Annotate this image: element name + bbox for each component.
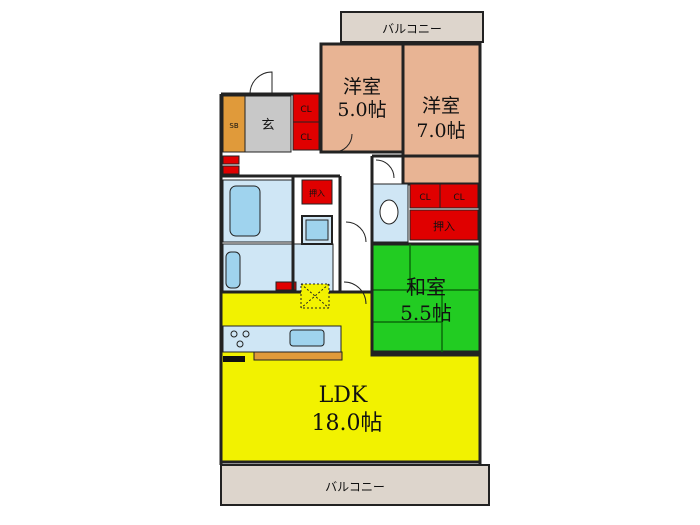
western-room-2-name: 洋室 <box>422 95 460 117</box>
top-balcony <box>340 11 484 43</box>
entrance-label: 玄 <box>261 118 274 133</box>
japanese-room <box>370 242 482 354</box>
stove-burner-1 <box>230 330 238 338</box>
oshiire-small-label: 押入 <box>309 188 325 198</box>
inner-walls <box>221 154 480 292</box>
western-room-1 <box>319 42 405 154</box>
kitchen-sink <box>289 329 325 347</box>
oshiire-small <box>301 179 333 205</box>
stove-burner-3 <box>236 340 244 348</box>
ldk-size: 18.0帖 <box>312 411 383 436</box>
entrance <box>244 95 292 153</box>
shoe-box-label: SB <box>229 122 238 130</box>
door-hall <box>345 221 367 243</box>
western-room-2-size: 7.0帖 <box>416 120 465 142</box>
western-room-1-size: 5.0帖 <box>337 99 386 121</box>
closet-entrance-1-label: CL <box>300 105 311 115</box>
closet-entrance-2 <box>292 121 320 151</box>
oshiire-label: 押入 <box>433 219 455 233</box>
washbasin <box>225 251 241 289</box>
appliance-black <box>223 356 245 362</box>
toilet-bowl <box>379 199 399 225</box>
storage-small-2 <box>222 165 240 175</box>
bottom-balcony <box>220 464 490 506</box>
door-western2 <box>375 159 395 179</box>
shelf-red <box>275 281 297 291</box>
fridge-space <box>300 283 330 309</box>
washing-machine-inner <box>305 219 329 241</box>
bathtub <box>229 185 261 237</box>
japanese-room-name: 和室 <box>406 275 446 299</box>
closet-upper-1-label: CL <box>419 193 430 203</box>
closet-upper-2-label: CL <box>453 193 464 203</box>
closet-entrance-1 <box>292 93 320 123</box>
closet-entrance-2-label: CL <box>300 133 311 143</box>
western-room-1-name: 洋室 <box>343 76 381 98</box>
bottom-balcony-label: バルコニー <box>325 480 385 494</box>
oshiire <box>409 209 479 241</box>
stove-burner-2 <box>242 330 250 338</box>
japanese-room-size: 5.5帖 <box>400 301 452 325</box>
door-ldk <box>343 281 367 305</box>
door-entrance <box>249 71 273 95</box>
door-western1 <box>333 133 353 153</box>
closet-upper-2 <box>439 183 479 209</box>
top-balcony-label: バルコニー <box>382 22 442 36</box>
closet-upper-1 <box>409 183 441 209</box>
kitchen-cabinet <box>253 351 343 361</box>
storage-small-1 <box>222 155 240 165</box>
tatami-lines <box>372 244 480 352</box>
ldk-name: LDK <box>319 383 368 408</box>
